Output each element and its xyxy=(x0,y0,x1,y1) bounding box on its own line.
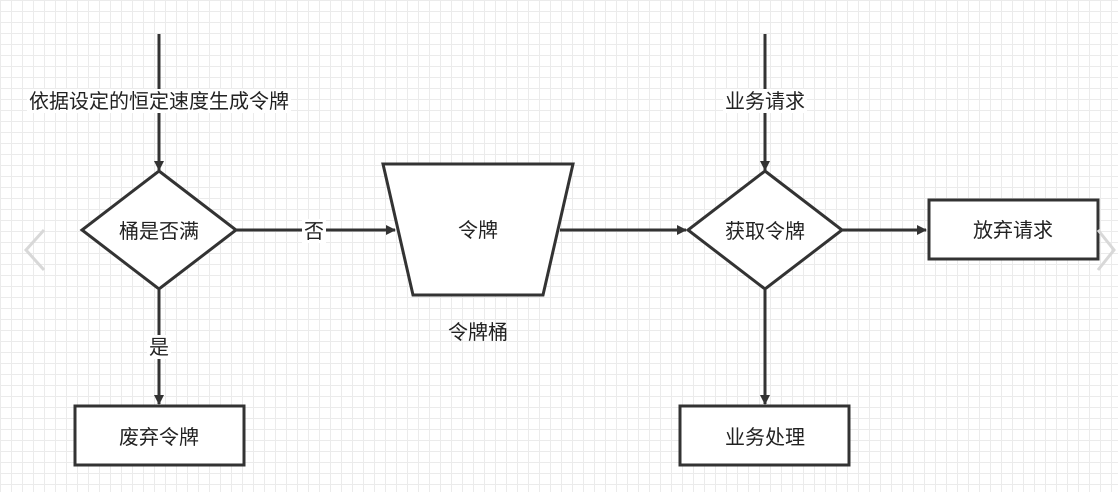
bucket-full-decision-label: 桶是否满 xyxy=(119,219,199,243)
chevron-left-icon[interactable] xyxy=(23,228,46,272)
bucket-caption: 令牌桶 xyxy=(448,320,508,344)
discard-token-label: 废弃令牌 xyxy=(119,425,199,449)
bucket-full-decision-diamond xyxy=(79,169,239,291)
reject-request-box xyxy=(927,198,1100,261)
yes-branch-label: 是 xyxy=(147,335,171,359)
get-token-decision-diamond xyxy=(685,169,845,291)
discard-token-box xyxy=(73,404,246,467)
no-branch-label: 否 xyxy=(302,219,326,243)
get-token-decision-label: 获取令牌 xyxy=(725,219,805,243)
reject-request-label: 放弃请求 xyxy=(973,218,1053,242)
rate-label: 依据设定的恒定速度生成令牌 xyxy=(27,89,291,113)
chevron-right-icon[interactable] xyxy=(1096,229,1116,271)
process-box xyxy=(678,404,851,467)
request-label: 业务请求 xyxy=(723,89,807,113)
token-shape-label: 令牌 xyxy=(458,218,498,242)
token-bucket-shape xyxy=(381,162,575,297)
process-label: 业务处理 xyxy=(725,425,805,449)
